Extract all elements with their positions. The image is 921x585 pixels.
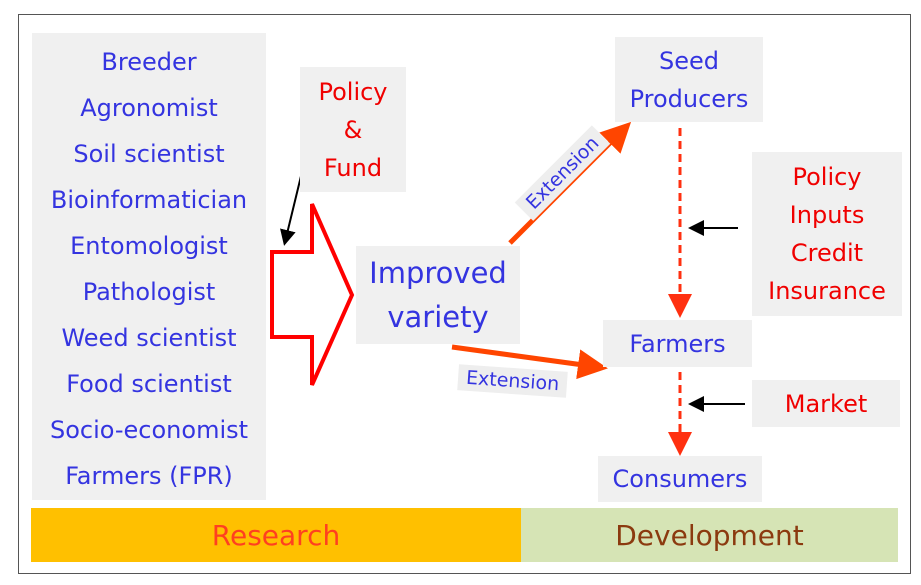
- label: Improved: [369, 256, 507, 290]
- label: Farmers: [629, 329, 726, 358]
- role: Weed scientist: [61, 324, 237, 352]
- role: Socio-economist: [49, 416, 249, 444]
- consumers-box: Consumers: [598, 456, 762, 502]
- role: Entomologist: [70, 232, 228, 260]
- label: Insurance: [768, 277, 886, 305]
- market-box: Market: [752, 380, 900, 427]
- seed-producers-box: Seed Producers: [615, 37, 763, 122]
- label: Consumers: [612, 465, 748, 493]
- label: Inputs: [789, 201, 865, 229]
- label: Market: [784, 389, 868, 418]
- role: Food scientist: [66, 370, 232, 398]
- arrow-to-farmers: [451, 344, 608, 380]
- diagram-frame: [18, 14, 911, 574]
- research-label: Research: [211, 518, 341, 552]
- arrow-policy-fund: [280, 171, 303, 246]
- development-label: Development: [615, 518, 804, 552]
- enablers-box: Policy Inputs Credit Insurance: [752, 152, 902, 316]
- role: Pathologist: [82, 278, 216, 306]
- label: variety: [387, 300, 489, 334]
- label: Credit: [790, 239, 864, 267]
- role: Soil scientist: [73, 140, 225, 168]
- big-research-arrow: [270, 203, 355, 386]
- farmers-box: Farmers: [603, 320, 752, 367]
- label: &: [343, 115, 363, 144]
- improved-variety-box: Improved variety: [356, 246, 520, 344]
- label: Producers: [629, 84, 749, 113]
- label: Fund: [323, 153, 383, 182]
- policy-fund-box: Policy & Fund: [300, 67, 406, 192]
- label: Policy: [318, 77, 388, 106]
- development-bar: Development: [521, 508, 898, 562]
- label: Seed: [659, 46, 719, 75]
- role: Farmers (FPR): [65, 462, 233, 490]
- role: Breeder: [101, 48, 197, 76]
- research-roles-box: Breeder Agronomist Soil scientist Bioinf…: [32, 33, 266, 500]
- label: Policy: [792, 163, 862, 191]
- research-bar: Research: [31, 508, 521, 562]
- role: Bioinformatician: [50, 186, 248, 214]
- role: Agronomist: [80, 94, 218, 122]
